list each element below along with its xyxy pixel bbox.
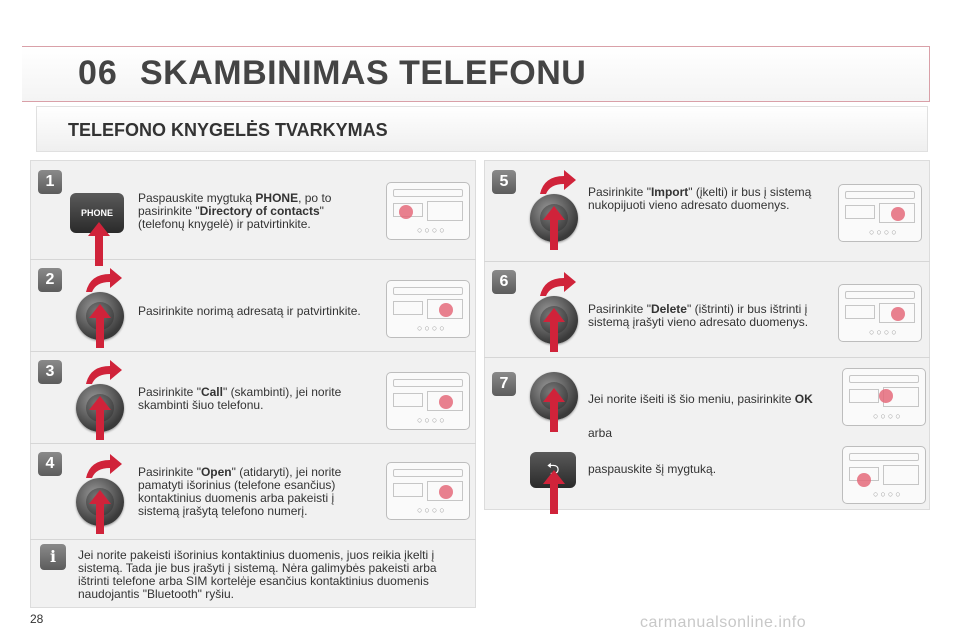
step-row-6: [484, 262, 930, 358]
step-5-text: Pasirinkite "Import" (įkelti) ir bus į s…: [588, 185, 812, 212]
radio-unit-illustration: ○○○○: [842, 446, 926, 504]
section-title: TELEFONO KNYGELĖS TVARKYMAS: [68, 120, 388, 140]
rotate-arrow-icon: [86, 360, 122, 384]
radio-unit-illustration: ○○○○: [838, 284, 922, 342]
section-header-band: [36, 106, 928, 152]
radio-unit-illustration: ○○○○: [838, 184, 922, 242]
rotate-arrow-icon: [540, 272, 576, 296]
radio-unit-illustration: ○○○○: [842, 368, 926, 426]
radio-unit-illustration: ○○○○: [386, 462, 470, 520]
press-arrow-icon: [88, 222, 110, 266]
page-number: 28: [30, 612, 44, 626]
press-arrow-icon: [89, 304, 111, 348]
step-number-3: 3: [38, 360, 62, 384]
step-row-3: [30, 352, 476, 444]
back-button-text: paspauskite šį mygtuką.: [588, 462, 717, 476]
press-arrow-icon: [543, 470, 565, 514]
step-1-text: Paspauskite mygtuką PHONE, po to pasirin…: [138, 191, 332, 231]
rotate-arrow-icon: [86, 454, 122, 478]
watermark: carmanualsonline.info: [640, 614, 807, 631]
rotate-arrow-icon: [86, 268, 122, 292]
rotate-arrow-icon: [540, 170, 576, 194]
step-row-1: [30, 160, 476, 260]
step-number-4: 4: [38, 452, 62, 476]
press-arrow-icon: [89, 396, 111, 440]
step-row-5: [484, 160, 930, 262]
info-icon: i: [40, 544, 66, 570]
arba-text: arba: [588, 426, 613, 440]
step-7-text: Jei norite išeiti iš šio meniu, pasirink…: [588, 392, 813, 406]
press-arrow-icon: [543, 206, 565, 250]
step-number-7: 7: [492, 372, 516, 396]
chapter-number: 06: [78, 54, 118, 92]
step-row-2: [30, 260, 476, 352]
chapter-title: SKAMBINIMAS TELEFONU: [140, 54, 587, 92]
step-number-5: 5: [492, 170, 516, 194]
radio-unit-illustration: ○○○○: [386, 280, 470, 338]
step-3-text: Pasirinkite "Call" (skambinti), jei nori…: [138, 385, 342, 412]
step-4-text: Pasirinkite "Open" (atidaryti), jei nori…: [138, 465, 342, 518]
step-number-1: 1: [38, 170, 62, 194]
info-note-text: Jei norite pakeisti išorinius kontaktini…: [78, 548, 437, 601]
step-number-2: 2: [38, 268, 62, 292]
step-6-text: Pasirinkite "Delete" (ištrinti) ir bus i…: [588, 302, 809, 329]
press-arrow-icon: [543, 388, 565, 432]
press-arrow-icon: [543, 308, 565, 352]
chapter-header-band: [22, 46, 930, 102]
step-number-6: 6: [492, 270, 516, 294]
radio-unit-illustration: ○○○○: [386, 372, 470, 430]
radio-unit-illustration: ○○○○: [386, 182, 470, 240]
step-2-text: Pasirinkite norimą adresatą ir patvirtin…: [138, 304, 361, 318]
step-row-4: [30, 444, 476, 540]
press-arrow-icon: [89, 490, 111, 534]
